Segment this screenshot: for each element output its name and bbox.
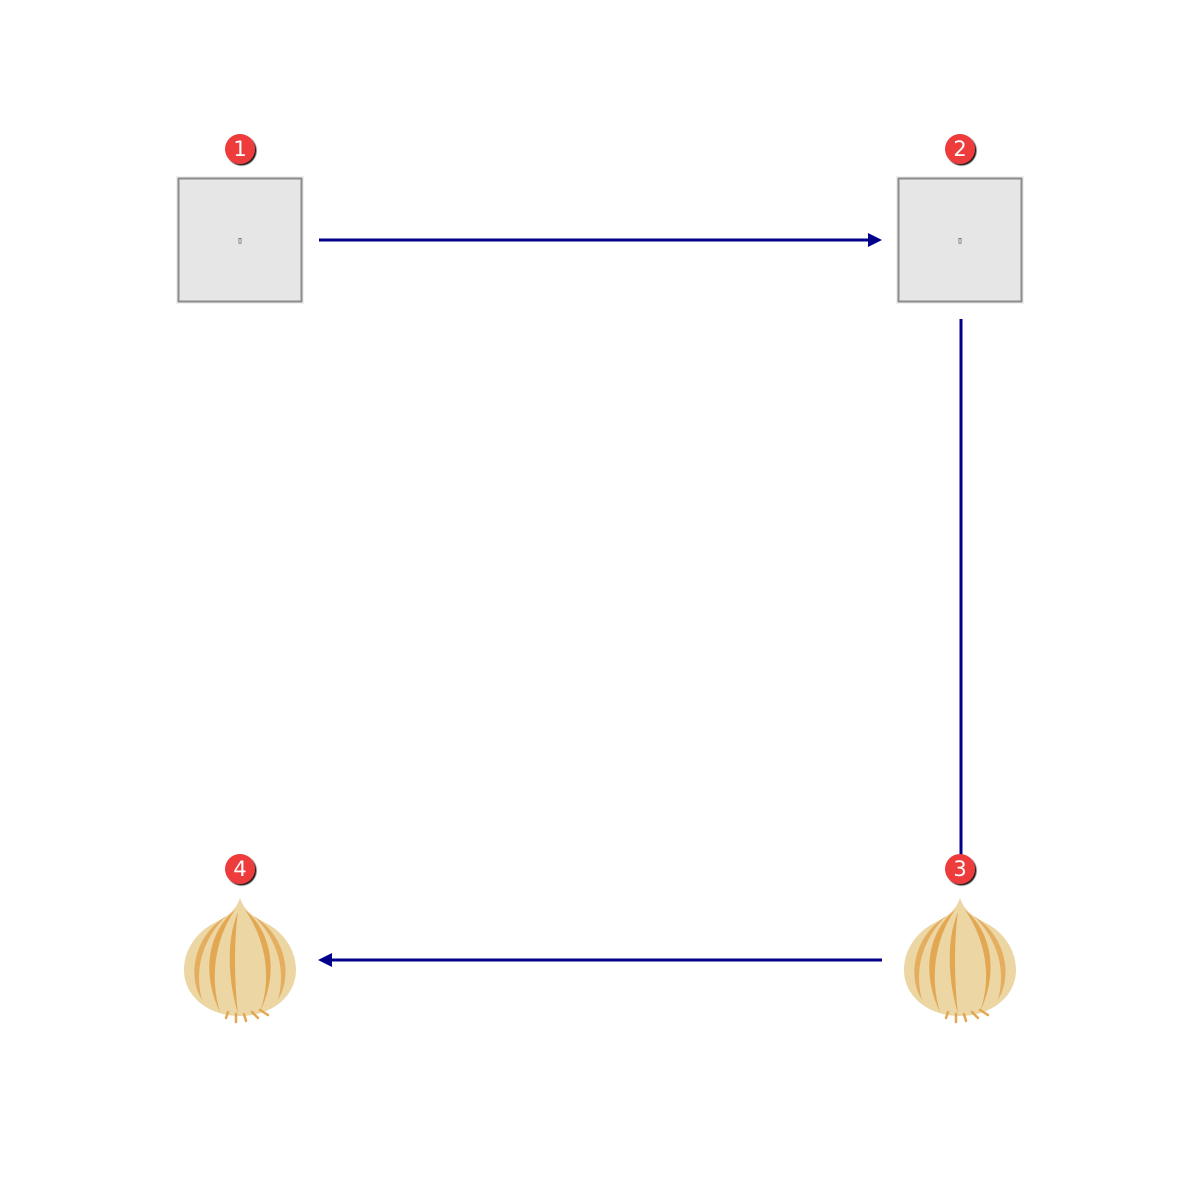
onion-icon <box>902 896 1018 1024</box>
placeholder-glyph: ▯ <box>237 236 242 246</box>
step-4-node <box>182 896 298 1024</box>
step-badge-3: 3 <box>945 854 975 884</box>
badge-number: 1 <box>233 137 246 161</box>
placeholder-glyph: ▯ <box>957 236 962 246</box>
step-badge-1: 1 <box>225 134 255 164</box>
badge-number: 2 <box>953 137 966 161</box>
step-1-node: ▯ <box>176 176 304 304</box>
placeholder-icon <box>897 177 1023 303</box>
badge-number: 3 <box>953 857 966 881</box>
step-badge-2: 2 <box>945 134 975 164</box>
onion-icon <box>182 896 298 1024</box>
step-2-node: ▯ <box>896 176 1024 304</box>
arrow-1-to-2 <box>319 233 882 247</box>
arrow-3-to-4 <box>318 953 882 967</box>
badge-number: 4 <box>233 857 246 881</box>
step-badge-4: 4 <box>225 854 255 884</box>
placeholder-icon <box>177 177 303 303</box>
step-3-node <box>902 896 1018 1024</box>
